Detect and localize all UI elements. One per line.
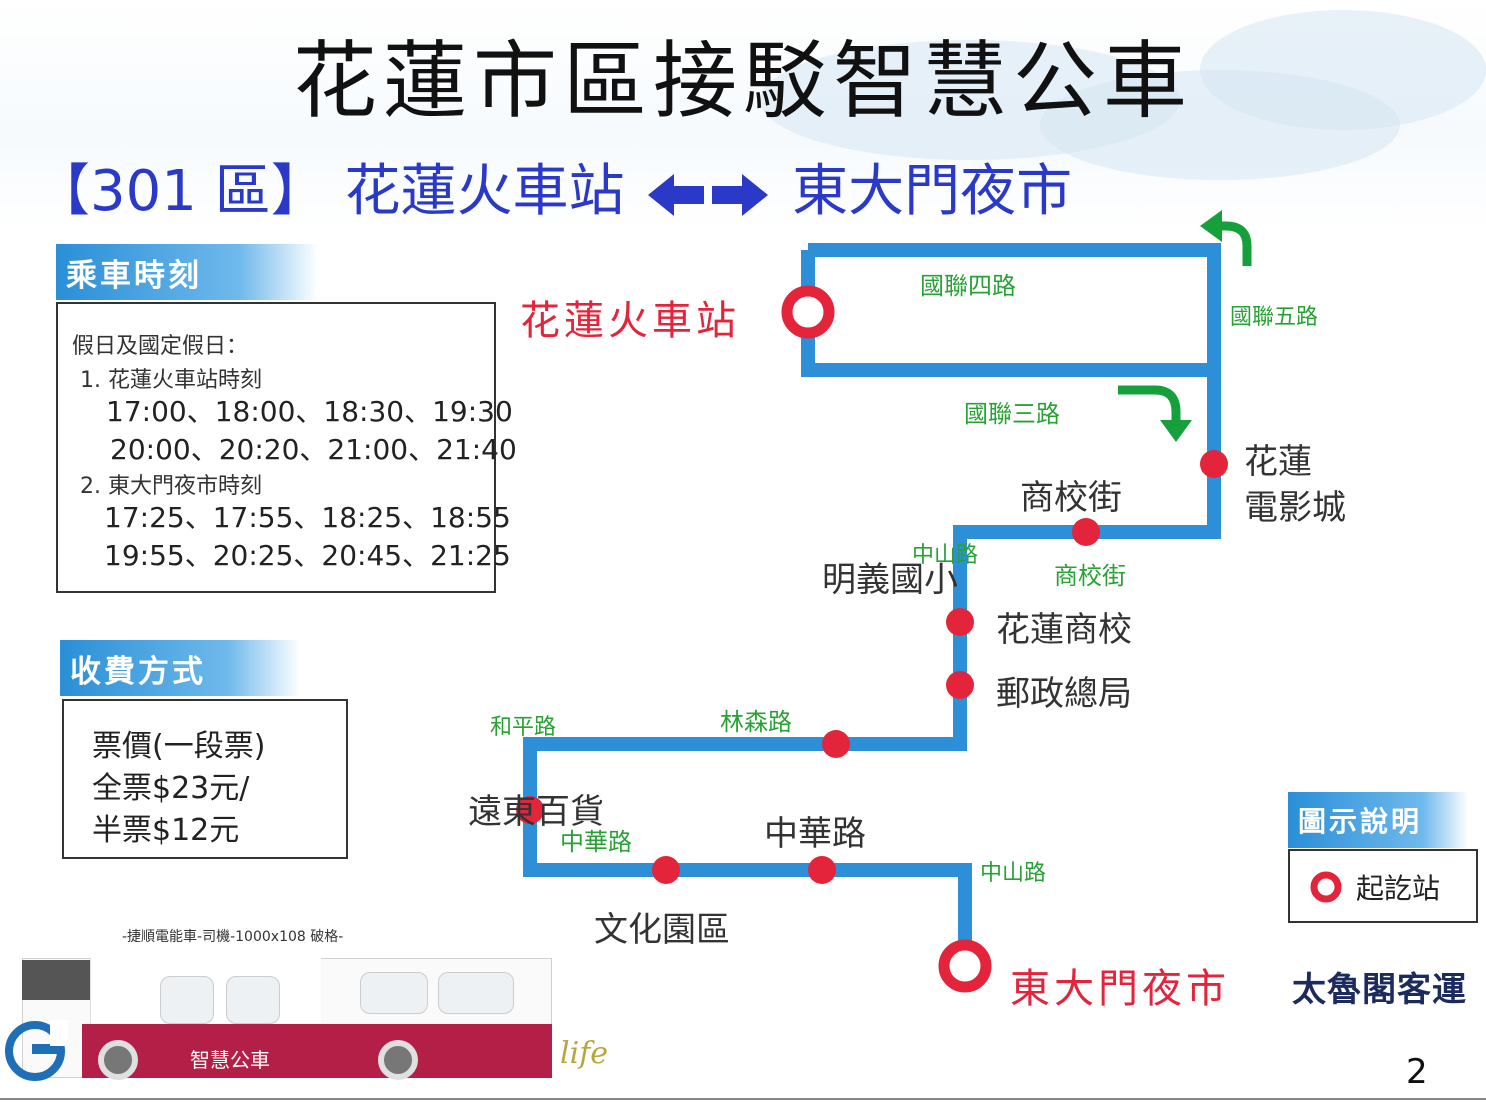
legend-header: 圖示說明	[1288, 792, 1468, 848]
fare-header: 收費方式	[60, 640, 300, 696]
bus-caption: -捷順電能車-司機-1000x108 破格-	[122, 929, 344, 945]
bidirectional-arrow-icon	[648, 173, 769, 216]
schedule-row: 17:25、17:55、18:25、18:55	[104, 501, 511, 534]
bus-company-logo-icon	[5, 1020, 68, 1081]
stop-dot-fareast	[516, 796, 544, 824]
stop-label-zhonghua: 中華路	[764, 814, 866, 854]
street-label: 中山路	[980, 861, 1047, 886]
street-label: 國聯三路	[964, 400, 1060, 428]
street-label: 林森路	[720, 708, 792, 736]
schedule-section1-title: 1. 花蓮火車站時刻	[80, 368, 262, 393]
legend-item-label: 起訖站	[1356, 872, 1441, 905]
legend-box: 起訖站	[1288, 849, 1478, 923]
schedule-row: 17:00、18:00、18:30、19:30	[106, 395, 513, 428]
route-code: 【301 區】	[34, 159, 327, 224]
street-label: 國聯四路	[920, 272, 1016, 300]
bottom-rule	[0, 1098, 1486, 1100]
schedule-section2-title: 2. 東大門夜市時刻	[80, 474, 262, 499]
stop-dot-cinema	[1200, 450, 1228, 478]
page-title: 花蓮市區接駁智慧公車	[292, 32, 1193, 130]
stop-label-cinema-line2: 電影城	[1244, 488, 1346, 528]
page-number: 2	[1406, 1052, 1428, 1092]
stop-dot-culture	[652, 856, 680, 884]
stop-dot-zhonghua	[808, 856, 836, 884]
bus-front-window	[22, 960, 90, 1000]
schedule-row: 19:55、20:25、20:45、21:25	[104, 539, 511, 572]
bus-script-text: life	[560, 1036, 609, 1071]
terminal-marker-start	[781, 285, 835, 339]
street-label: 國聯五路	[1230, 305, 1319, 330]
turn-arrow-icon	[1118, 385, 1192, 442]
terminal-marker-icon	[1310, 871, 1342, 903]
fare-line: 票價(一段票)	[92, 729, 266, 764]
schedule-row: 20:00、20:20、21:00、21:40	[110, 433, 517, 466]
schedule-box: 假日及國定假日： 1. 花蓮火車站時刻 17:00、18:00、18:30、19…	[56, 302, 517, 593]
bus-side-label: 智慧公車	[190, 1048, 270, 1072]
stop-label-shangxiao: 商校街	[1020, 478, 1122, 518]
stop-label-school: 花蓮商校	[996, 610, 1132, 650]
stop-label-post: 郵政總局	[996, 674, 1132, 714]
bus-window-panel	[438, 972, 514, 1014]
stop-label-cinema-line1: 花蓮	[1244, 442, 1312, 482]
stop-label-fareast: 遠東百貨	[468, 792, 604, 832]
company-name: 太魯閣客運	[1292, 970, 1467, 1010]
fare-box: 票價(一段票) 全票$23元/ 半票$12元	[62, 699, 348, 859]
turn-arrow-icon	[1200, 210, 1252, 266]
stop-dot-mingyi	[822, 730, 850, 758]
terminal-marker-end	[938, 939, 992, 993]
route-from: 花蓮火車站	[344, 159, 625, 224]
stop-dot-post	[946, 671, 974, 699]
bus-window-panel	[160, 976, 214, 1024]
fare-line: 全票$23元/	[92, 771, 250, 806]
street-label: 和平路	[490, 715, 557, 740]
bus-wheel	[98, 1040, 138, 1080]
bus-window-panel	[360, 972, 428, 1014]
terminal-label-end: 東大門夜市	[1010, 966, 1230, 1012]
bus-window-panel	[226, 976, 280, 1024]
bus-wheel	[378, 1040, 418, 1080]
street-label: 商校街	[1054, 562, 1126, 590]
stop-dot-school	[946, 608, 974, 636]
bus-illustration: 智慧公車 life	[0, 950, 640, 1090]
fare-line: 半票$12元	[92, 813, 240, 848]
route-heading: 【301 區】 花蓮火車站 東大門夜市	[34, 146, 1072, 227]
schedule-intro: 假日及國定假日：	[72, 334, 249, 359]
stop-label-mingyi: 明義國小	[822, 560, 958, 600]
bus-red-stripe	[82, 1024, 552, 1078]
cloud-shape	[1200, 10, 1486, 130]
terminal-label-start: 花蓮火車站	[520, 298, 740, 344]
street-label: 中華路	[560, 828, 632, 856]
stop-dot-shangxiao	[1072, 518, 1100, 546]
stop-label-culture: 文化園區	[594, 910, 730, 950]
route-to: 東大門夜市	[792, 159, 1073, 224]
schedule-header: 乘車時刻	[56, 244, 318, 300]
